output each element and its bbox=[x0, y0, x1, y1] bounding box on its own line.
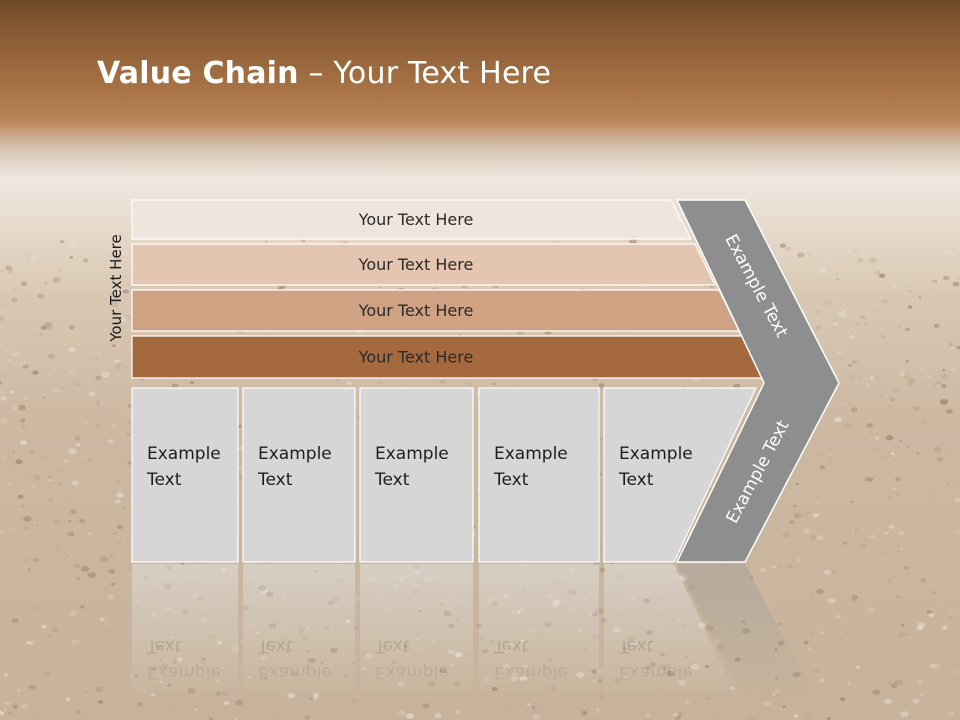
activity-box-4-line1: Example bbox=[494, 444, 568, 464]
slide-title: Value Chain – Your Text Here bbox=[97, 54, 551, 94]
side-label: Your Text Here bbox=[107, 234, 125, 342]
title-bold: Value Chain bbox=[97, 56, 299, 91]
svg-text:Text: Text bbox=[374, 636, 410, 656]
band-1 bbox=[131, 199, 692, 240]
band-label-3: Your Text Here bbox=[358, 301, 474, 320]
svg-text:Text: Text bbox=[493, 636, 529, 656]
band-label-4: Your Text Here bbox=[358, 348, 474, 367]
svg-text:Text: Text bbox=[146, 636, 182, 656]
title-rest: – Your Text Here bbox=[298, 56, 552, 91]
svg-text:Text: Text bbox=[257, 636, 293, 656]
activity-box-5-line1: Example bbox=[619, 444, 693, 464]
svg-text:Example: Example bbox=[258, 662, 332, 682]
activity-box-3 bbox=[359, 387, 474, 563]
activity-box-2 bbox=[242, 387, 356, 563]
chevron-arrow bbox=[675, 199, 840, 563]
svg-text:Example: Example bbox=[147, 662, 221, 682]
activity-box-1 bbox=[131, 387, 239, 563]
svg-text:Text: Text bbox=[618, 636, 654, 656]
activity-box-4 bbox=[478, 387, 600, 563]
activity-box-2-line1: Example bbox=[258, 444, 332, 464]
activity-box-5-line2: Text bbox=[618, 470, 654, 490]
activity-box-4-line2: Text bbox=[493, 470, 529, 490]
band-label-1: Your Text Here bbox=[358, 210, 474, 229]
activity-box-1-line1: Example bbox=[147, 444, 221, 464]
activity-box-3-line1: Example bbox=[375, 444, 449, 464]
activity-box-2-line2: Text bbox=[257, 470, 293, 490]
svg-text:Example: Example bbox=[494, 662, 568, 682]
activity-box-3-line2: Text bbox=[374, 470, 410, 490]
band-label-2: Your Text Here bbox=[358, 255, 474, 274]
band-2 bbox=[131, 243, 716, 286]
svg-text:Example: Example bbox=[375, 662, 449, 682]
activity-box-5 bbox=[603, 387, 757, 563]
svg-text:Example: Example bbox=[619, 662, 693, 682]
activity-box-1-line2: Text bbox=[146, 470, 182, 490]
